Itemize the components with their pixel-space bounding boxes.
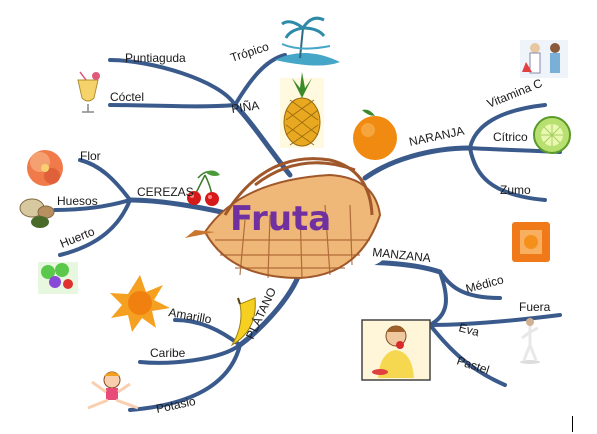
label-puntiaguda: Puntiaguda <box>125 51 186 65</box>
pits-icon <box>19 198 55 228</box>
label-caribe: Caribe <box>150 346 186 360</box>
branch-pastel-line <box>428 323 507 387</box>
orchard-icon <box>38 262 78 294</box>
sun-icon <box>110 275 170 332</box>
branch-vitamina-line <box>468 103 547 150</box>
branch-platano-line <box>237 269 303 348</box>
branch-huesos-line <box>53 198 132 212</box>
label-tropico: Trópico <box>229 39 271 65</box>
branch-potasio-line <box>128 343 242 412</box>
orange-icon <box>353 109 397 160</box>
branch-coctel-line <box>108 103 237 109</box>
label-naranja: NARANJA <box>408 124 466 149</box>
cherries-icon <box>187 170 220 206</box>
label-coctel: Cóctel <box>110 90 144 104</box>
branch-zumo-line <box>468 146 547 202</box>
banana-icon <box>230 297 256 347</box>
label-potasio: Potasio <box>155 394 197 416</box>
person-walking-icon <box>520 318 540 364</box>
label-cerezas: CEREZAS <box>137 185 194 199</box>
branch-fuera-line <box>428 313 562 327</box>
juice-icon <box>512 222 550 262</box>
label-zumo: Zumo <box>500 183 531 197</box>
label-flor: Flor <box>80 149 101 163</box>
center-title: Fruta <box>230 199 331 239</box>
branch-naranja-line <box>362 145 473 181</box>
label-pastel: Pastel <box>455 354 491 378</box>
label-pina: PIÑA <box>230 98 260 116</box>
basket-icon <box>185 157 385 280</box>
branch-tropico-line <box>233 53 287 107</box>
flower-icon <box>27 150 63 186</box>
branch-caribe-line <box>138 343 242 365</box>
girl-eating-apple-icon <box>361 319 431 381</box>
doctors-icon <box>520 40 568 78</box>
label-huesos: Huesos <box>57 194 98 208</box>
label-manzana: MANZANA <box>372 245 432 265</box>
cocktail-icon <box>77 71 100 113</box>
branch-puntiaguda-line <box>108 58 237 107</box>
branch-eva-line <box>428 270 448 327</box>
branch-flor-line <box>78 158 132 202</box>
label-citrico: Cítrico <box>493 130 528 144</box>
text-cursor <box>572 416 573 432</box>
lime-icon <box>533 116 571 154</box>
pineapple-icon <box>280 72 324 148</box>
label-fuera: Fuera <box>519 300 551 314</box>
label-medico: Médico <box>464 272 505 296</box>
child-stretching-icon <box>87 371 139 410</box>
branch-huerto-line <box>58 198 132 257</box>
tropical-island-icon <box>275 16 340 66</box>
label-eva: Eva <box>457 320 481 339</box>
label-huerto: Huerto <box>58 224 97 251</box>
